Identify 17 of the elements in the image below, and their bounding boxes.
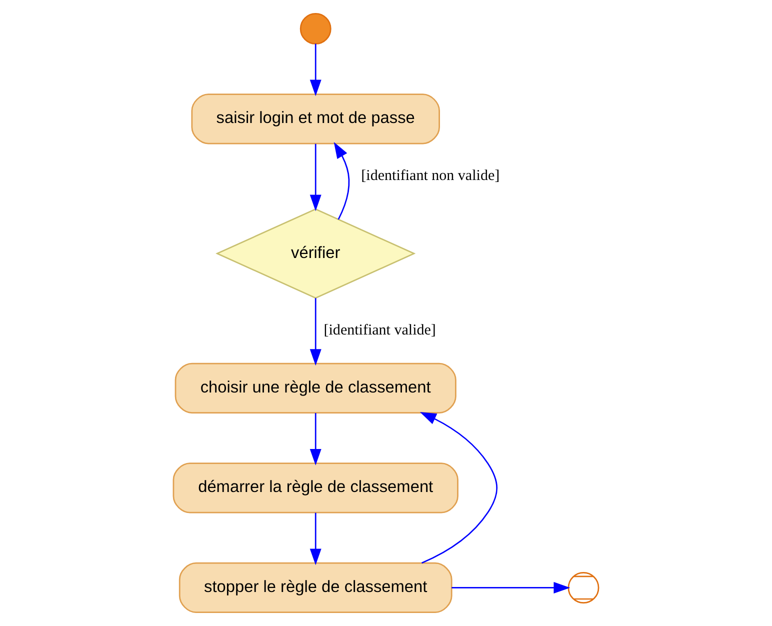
edge-label: [identifiant valide] (324, 322, 436, 339)
arrow (310, 144, 322, 212)
node-circle (300, 13, 332, 44)
arrow (310, 44, 322, 96)
arrow (452, 582, 570, 594)
arrow (334, 142, 350, 220)
arrow (310, 413, 322, 466)
arrow (420, 412, 498, 564)
node-box: stopper le règle de classement (178, 562, 452, 613)
node-box: démarrer la règle de classement (172, 462, 458, 514)
edge-label: [identifiant non valide] (361, 168, 500, 184)
node-diamond: vérifier (216, 208, 416, 299)
node-circle (568, 572, 600, 604)
arrow (310, 298, 322, 366)
node-box: saisir login et mot de passe (191, 94, 440, 144)
node-box: choisir une règle de classement (174, 362, 456, 414)
arrow (310, 512, 322, 566)
